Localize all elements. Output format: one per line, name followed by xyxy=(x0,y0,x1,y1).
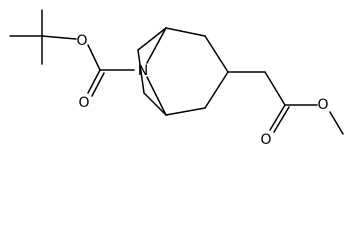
atom-label-o-ester-carbonyl: O xyxy=(260,132,271,148)
bond-c2-c3 xyxy=(204,35,229,73)
bond-c4-c5 xyxy=(165,107,206,116)
molecule-structure: O O N O O xyxy=(9,9,344,148)
bond-c1-c7 xyxy=(137,27,167,51)
bond-tbu-4 xyxy=(41,35,77,40)
structure-canvas: O O N O O xyxy=(9,9,344,148)
bond-n-c5 xyxy=(146,76,167,116)
bond-o-methyl xyxy=(329,111,344,135)
atom-label-o-methoxy: O xyxy=(317,97,328,113)
bond-carbonyl-b xyxy=(91,72,105,97)
bond-o-carbon xyxy=(87,44,101,71)
bond-carbonyl-a xyxy=(87,69,101,94)
bond-c3-c4 xyxy=(204,71,229,109)
bond-c6-c5 xyxy=(143,92,167,116)
bond-ester-carbonyl-b xyxy=(273,106,290,133)
atom-label-o-carbonyl: O xyxy=(78,95,89,111)
bond-ester-carbonyl-a xyxy=(269,104,286,131)
bond-c1-c2 xyxy=(165,27,206,37)
atom-label-o-ester: O xyxy=(76,33,87,49)
bond-c7-c6 xyxy=(137,49,145,94)
bond-n-c1 xyxy=(146,27,167,64)
bond-ch2-c xyxy=(264,71,286,106)
atom-label-n: N xyxy=(138,63,148,79)
